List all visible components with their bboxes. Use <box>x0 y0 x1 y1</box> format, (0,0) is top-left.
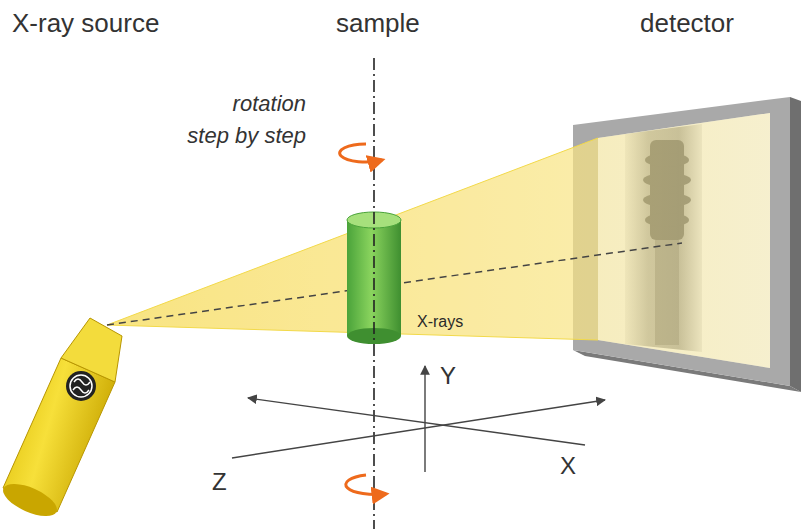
rotation-arrow <box>340 144 386 495</box>
rotation-axis <box>373 58 375 529</box>
axis-label: X <box>560 452 576 481</box>
component-heading: X-ray source <box>12 8 159 39</box>
component-heading: sample <box>336 8 420 39</box>
rotation-note: rotation step by step <box>186 88 306 152</box>
axis-label: Y <box>440 362 456 391</box>
coordinate-axes <box>232 366 605 472</box>
xray-beam <box>107 113 770 368</box>
component-heading: detector <box>640 8 734 39</box>
beam-label: X-rays <box>417 312 463 331</box>
xray-source <box>0 318 122 523</box>
axis-label: Z <box>212 468 227 497</box>
